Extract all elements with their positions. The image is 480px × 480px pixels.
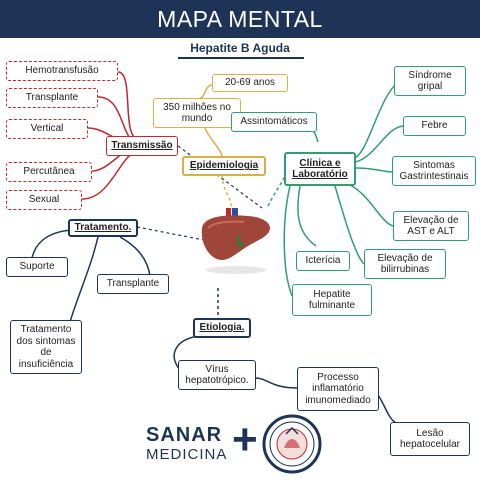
clinical-item-ictericia: Icterícia	[296, 251, 350, 271]
map-title: MAPA MENTAL	[0, 0, 480, 38]
etiology-item-processo-inflamatorio: Processo inflamatório imunomediado	[297, 367, 379, 411]
clinical-item-febre: Febre	[403, 116, 466, 136]
clinical-item-hepatite-fulminante: Hepatite fulminante	[292, 284, 372, 316]
clinical-hub: Clínica e Laboratório	[284, 152, 356, 186]
epidemiology-item-prevalence: 350 milhões no mundo	[153, 98, 241, 128]
clinical-item-assintomaticos: Assintomáticos	[231, 112, 317, 132]
transmission-item-vertical: Vertical	[6, 119, 88, 139]
clinical-item-sintomas-gastro: Sintomas Gastrintestinais	[392, 156, 476, 186]
clinical-item-sindrome-gripal: Síndrome gripal	[394, 66, 466, 96]
logo-plus-sign: +	[232, 415, 258, 464]
subtitle-underline	[178, 57, 304, 59]
transmission-item-transplante: Transplante	[6, 88, 98, 108]
clinical-item-elevacao-ast-alt: Elevação de AST e ALT	[393, 211, 469, 241]
treatment-item-sintomas-insuficiencia: Tratamento dos sintomas de insuficiência	[10, 320, 82, 374]
transmission-item-hemotransfusao: Hemotransfusão	[6, 61, 118, 81]
liver-illustration	[201, 208, 270, 274]
etiology-item-virus: Vírus hepatotrópico.	[178, 360, 256, 390]
treatment-item-suporte: Suporte	[6, 257, 68, 277]
epidemiology-hub: Epidemiologia	[182, 156, 266, 176]
transmission-item-percutanea: Percutânea	[6, 162, 92, 182]
etiology-hub: Etiologia.	[193, 318, 251, 338]
epidemiology-item-age: 20-69 anos	[212, 74, 288, 92]
university-seal-icon	[262, 414, 322, 474]
treatment-item-transplante: Transplante	[97, 274, 169, 294]
treatment-hub: Tratamento.	[68, 219, 138, 237]
brand-logo-sanar: SANAR	[146, 424, 223, 446]
transmission-hub: Transmissão	[106, 136, 178, 156]
brand-logo-medicina: MEDICINA	[146, 446, 228, 463]
etiology-item-lesao-hepatocelular: Lesão hepatocelular	[390, 422, 470, 456]
map-subtitle: Hepatite B Aguda	[190, 41, 290, 55]
clinical-item-elevacao-bilirrubinas: Elevação de bilirrubinas	[364, 249, 446, 279]
transmission-item-sexual: Sexual	[6, 190, 82, 210]
